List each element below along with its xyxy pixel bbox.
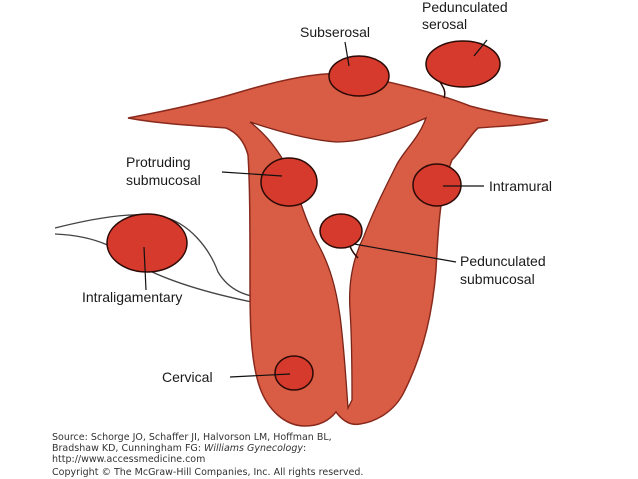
source-line-1: Source: Schorge JO, Schaffer JI, Halvors… (52, 432, 332, 443)
fibroid-subserosal (328, 55, 390, 97)
label-protruding-2: submucosal (126, 172, 201, 188)
label-intraligamentary: Intraligamentary (82, 289, 182, 305)
leader-lines (143, 39, 488, 378)
label-pedunculated-submucosal-1: Pedunculated (460, 253, 546, 269)
fibroid-pedunculated-submucosal (319, 213, 363, 249)
fibroid-intraligamentary (106, 213, 188, 273)
serosal-stalk (439, 81, 446, 99)
source-line-3: http://www.accessmedicine.com (52, 454, 205, 465)
source-line-2-prefix: Bradshaw KD, Cunningham FG: (52, 443, 204, 454)
label-pedunculated-serosal-2: serosal (422, 16, 467, 32)
label-intramural: Intramural (489, 178, 552, 194)
label-subserosal: Subserosal (300, 24, 370, 40)
submucosal-stalk (349, 245, 359, 259)
source-line-2: Bradshaw KD, Cunningham FG: Williams Gyn… (52, 443, 306, 454)
source-line-2-suffix: : (303, 443, 306, 454)
uterine-cavity (249, 116, 428, 411)
fibroid-cervical (274, 355, 314, 391)
leader-intraligamentary (143, 246, 147, 291)
leader-cervical (229, 373, 291, 378)
leader-pedunculated-submucosal (353, 243, 457, 263)
fibroid-pedunculated-serosal (425, 40, 501, 88)
leader-protruding (221, 171, 283, 177)
label-pedunculated-submucosal-2: submucosal (460, 271, 535, 287)
copyright-line: Copyright © The McGraw-Hill Companies, I… (52, 467, 363, 478)
broad-ligament (54, 214, 263, 299)
fibroid-intramural (412, 163, 462, 207)
leader-subserosal (344, 41, 350, 67)
label-protruding-1: Protruding (126, 154, 191, 170)
label-cervical: Cervical (162, 369, 213, 385)
source-line-2-italic: Williams Gynecology (204, 443, 303, 454)
label-pedunculated-serosal-1: Pedunculated (422, 0, 508, 15)
fibroid-protruding-submucosal (260, 157, 318, 207)
leader-pedunculated-serosal (473, 39, 488, 57)
